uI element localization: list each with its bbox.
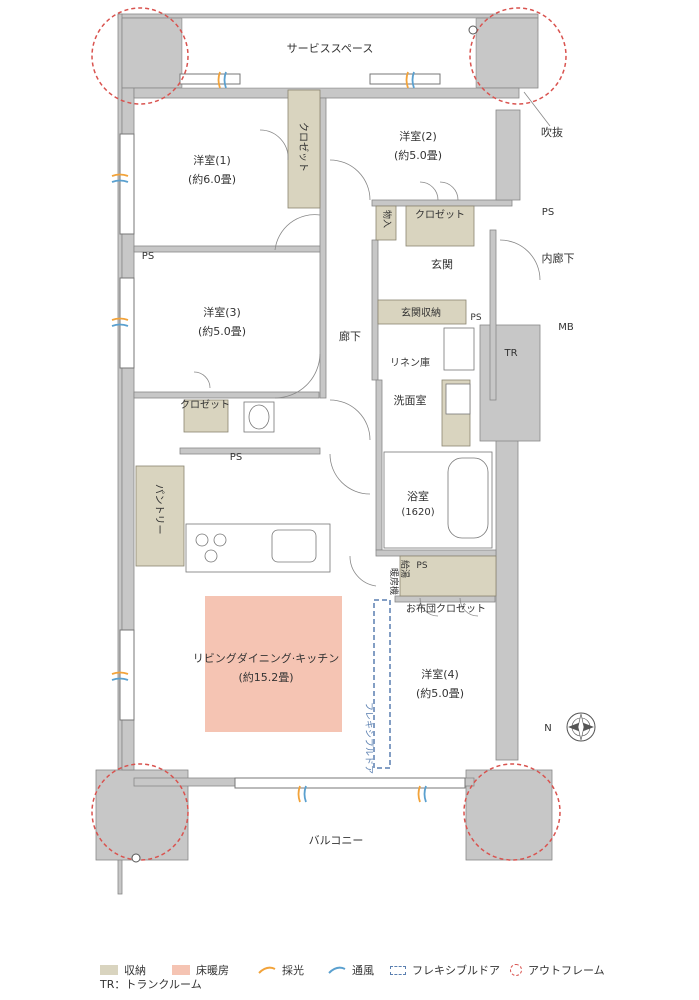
label-pantry: パントリー <box>153 484 165 535</box>
compass <box>566 712 596 742</box>
label-ps-genkan: PS <box>470 313 481 323</box>
legend-ventilation: 通風 <box>328 962 374 978</box>
label-closet-c: クロゼット <box>180 399 230 411</box>
label-kyuto: 給湯 <box>399 560 411 578</box>
label-danbo: 暖房機 <box>388 568 400 595</box>
label-balcony: バルコニー <box>309 834 364 847</box>
outframe-markers <box>91 7 567 861</box>
tr-note: TR：トランクルーム <box>100 978 202 991</box>
label-ps-top: PS <box>542 207 554 218</box>
ventilation-icon <box>328 966 346 974</box>
label-flexible-door: フレキシブルドア <box>363 702 375 774</box>
label-yoshitsu2: 洋室(2) <box>399 129 437 143</box>
label-monoire: 物入 <box>381 210 393 228</box>
label-yoshitsu1: 洋室(1) <box>193 153 231 167</box>
washbasin <box>443 327 475 415</box>
label-yoshitsu1-size: (約6.0畳) <box>188 172 236 186</box>
walls <box>95 13 553 895</box>
label-yoshitsu4: 洋室(4) <box>421 667 459 681</box>
label-yoshitsu4-size: (約5.0畳) <box>416 686 464 700</box>
daylight-icon <box>258 966 276 974</box>
label-yoshitsu3-size: (約5.0畳) <box>198 324 246 338</box>
outframe-swatch <box>510 964 522 976</box>
ldk-floor-heating <box>205 596 342 732</box>
legend-daylight: 採光 <box>258 962 304 978</box>
label-fukinuke: 吹抜 <box>541 125 563 139</box>
label-ps-toilet: PS <box>230 452 242 463</box>
label-linen: リネン庫 <box>390 356 430 369</box>
drains <box>131 25 478 863</box>
legend-storage-label: 収納 <box>124 964 146 977</box>
label-tr: TR <box>503 348 517 359</box>
label-yokushitsu-size: (1620) <box>401 507 434 518</box>
light-wind-marks <box>111 71 427 803</box>
label-yoshitsu2-size: (約5.0畳) <box>394 148 442 162</box>
legend-outframe-label: アウトフレーム <box>528 964 605 977</box>
legend-outframe: アウトフレーム <box>510 962 605 978</box>
label-ldk: リビングダイニング·キッチン <box>193 651 340 665</box>
label-closet-a: クロゼット <box>297 122 309 172</box>
label-ps-left: PS <box>142 251 154 262</box>
storage-fills <box>135 89 497 597</box>
legend-daylight-label: 採光 <box>282 964 304 977</box>
legend-storage: 収納 <box>100 962 146 978</box>
flexible-door <box>373 599 391 769</box>
room-labels: サービススペース 吹抜 洋室(1) (約6.0畳) 洋室(2) (約5.0畳) … <box>142 42 575 847</box>
legend-flexible-door: フレキシブルドア <box>390 962 500 978</box>
label-service-space: サービススペース <box>287 42 374 55</box>
floor-heating-swatch <box>172 965 190 975</box>
legend-floor-heating-label: 床暖房 <box>196 964 229 977</box>
label-senmen: 洗面室 <box>394 393 427 407</box>
door-swings <box>193 91 551 617</box>
legend-floor-heating: 床暖房 <box>172 962 229 978</box>
label-yoshitsu3: 洋室(3) <box>203 305 241 319</box>
label-genkan-shuno: 玄関収納 <box>401 306 441 319</box>
toilet <box>243 401 275 433</box>
label-genkan: 玄関 <box>431 257 453 271</box>
label-yokushitsu: 浴室 <box>407 489 429 503</box>
flexible-door-swatch <box>390 965 406 975</box>
windows <box>119 73 466 789</box>
label-compass-n: N <box>544 723 551 734</box>
label-futon-closet: お布団クロゼット <box>406 603 486 615</box>
legend-ventilation-label: 通風 <box>352 964 374 977</box>
vertical-labels: クロゼット 物入 パントリー 給湯 暖房機 フレキシブルドア <box>153 122 411 774</box>
label-closet-b: クロゼット <box>415 209 465 221</box>
legend-flexible-door-label: フレキシブルドア <box>412 964 500 977</box>
kitchen-counter <box>185 523 331 573</box>
label-uchirouka: 内廊下 <box>542 251 575 265</box>
label-ps-kyuto: PS <box>416 561 427 571</box>
legend-row: 収納 床暖房 採光 通風 フレキシブルドア アウトフレーム <box>100 962 660 982</box>
label-rouka: 廊下 <box>339 329 361 343</box>
label-ldk-size: (約15.2畳) <box>238 670 293 684</box>
label-mb: MB <box>558 322 574 333</box>
storage-swatch <box>100 965 118 975</box>
bathtub <box>383 451 493 549</box>
